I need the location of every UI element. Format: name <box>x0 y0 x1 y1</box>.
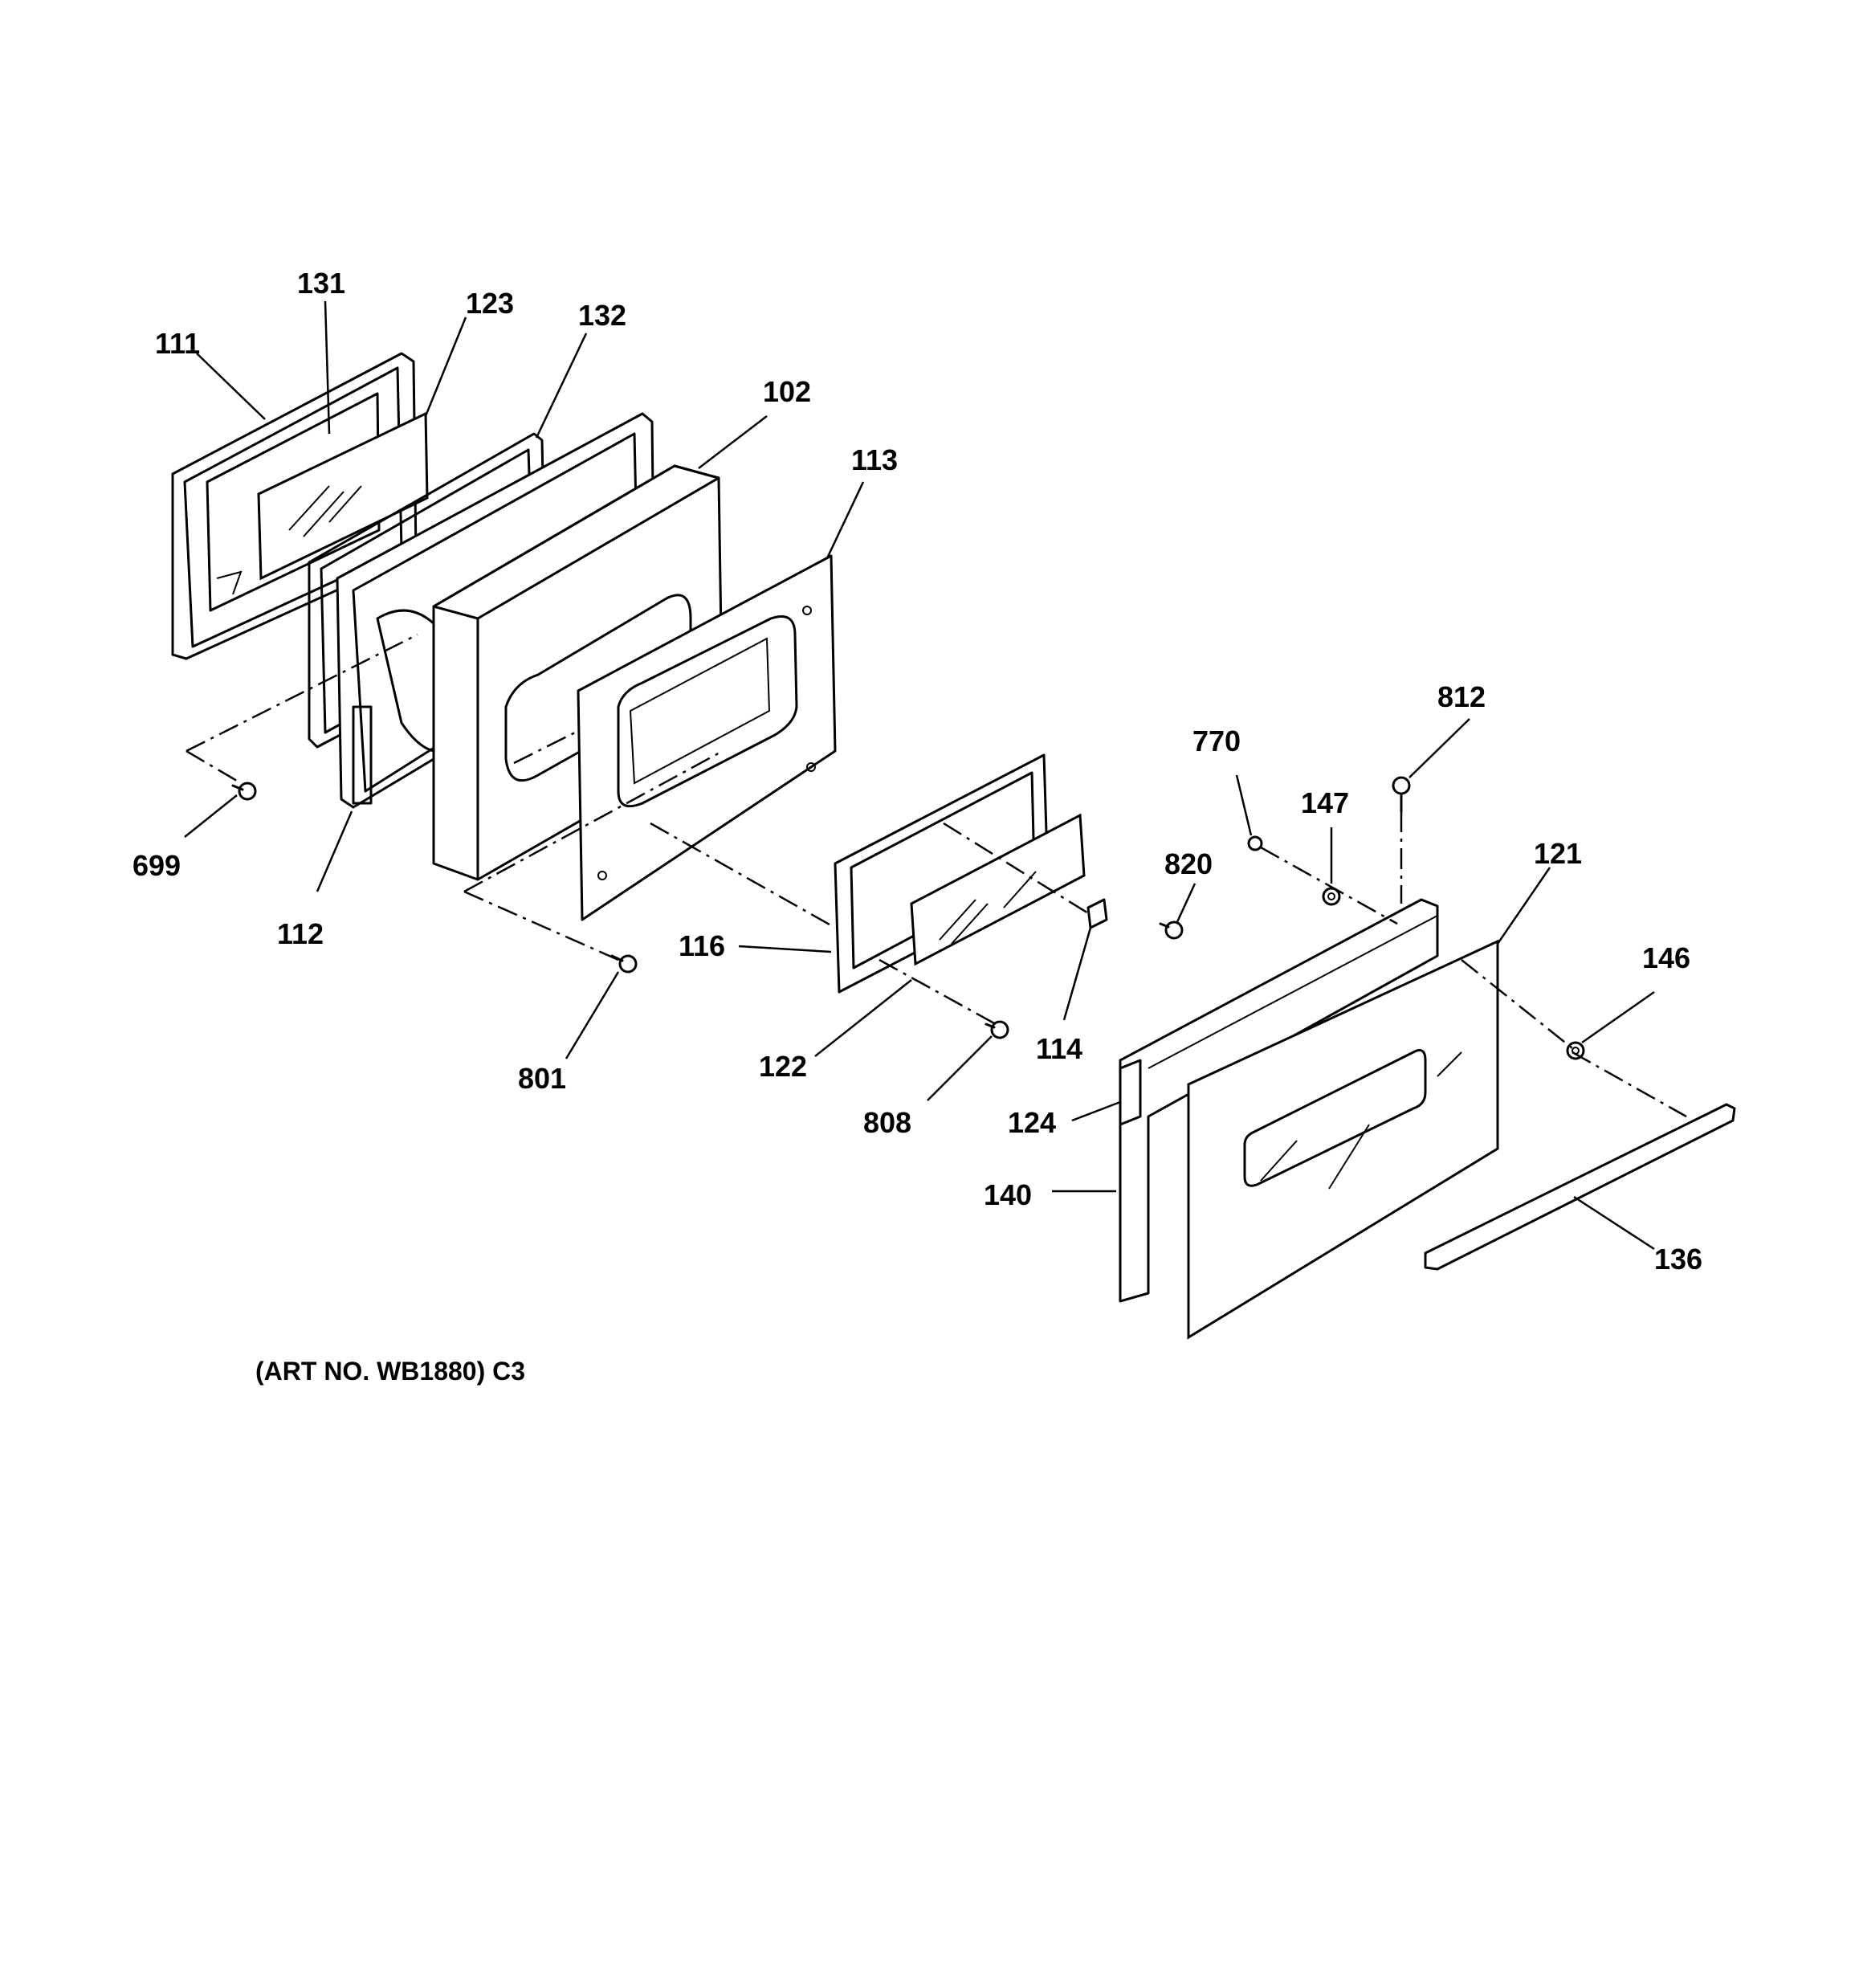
art-number-caption: (ART NO. WB1880) C3 <box>255 1357 525 1386</box>
label-124: 124 <box>1008 1106 1056 1139</box>
part-114-clip <box>1086 898 1108 929</box>
label-112: 112 <box>277 917 324 950</box>
label-113: 113 <box>851 443 898 476</box>
part-123-inner-glass <box>257 411 429 581</box>
label-114: 114 <box>1036 1032 1082 1065</box>
label-121: 121 <box>1534 837 1582 870</box>
label-820: 820 <box>1164 847 1213 880</box>
label-116: 116 <box>679 929 725 962</box>
part-113-inner-door-panel <box>577 554 837 921</box>
part-136-trim-strip <box>1424 1103 1736 1271</box>
label-812: 812 <box>1437 680 1486 713</box>
fastener-820 <box>1159 921 1184 940</box>
label-699: 699 <box>132 849 181 882</box>
label-147: 147 <box>1301 786 1349 819</box>
part-labels: 111 131 123 132 102 113 699 112 801 116 … <box>132 267 1702 1276</box>
fastener-147 <box>1322 887 1341 906</box>
fastener-812 <box>1392 776 1411 813</box>
label-122: 122 <box>759 1050 807 1083</box>
label-123: 123 <box>466 287 514 320</box>
label-808: 808 <box>863 1106 911 1139</box>
label-111: 111 <box>155 327 200 360</box>
label-136: 136 <box>1654 1243 1702 1276</box>
label-132: 132 <box>578 299 626 332</box>
fastener-699 <box>231 782 257 801</box>
label-140: 140 <box>984 1178 1032 1211</box>
label-131: 131 <box>297 267 345 300</box>
label-146: 146 <box>1642 941 1690 974</box>
label-770: 770 <box>1192 725 1241 757</box>
fastener-808 <box>984 1020 1009 1039</box>
fastener-770 <box>1247 835 1263 851</box>
label-801: 801 <box>518 1062 566 1095</box>
assembly-lines <box>185 633 1687 1118</box>
label-102: 102 <box>763 375 811 408</box>
leader-lines <box>184 300 1655 1251</box>
part-121-outer-glass <box>1187 939 1499 1340</box>
